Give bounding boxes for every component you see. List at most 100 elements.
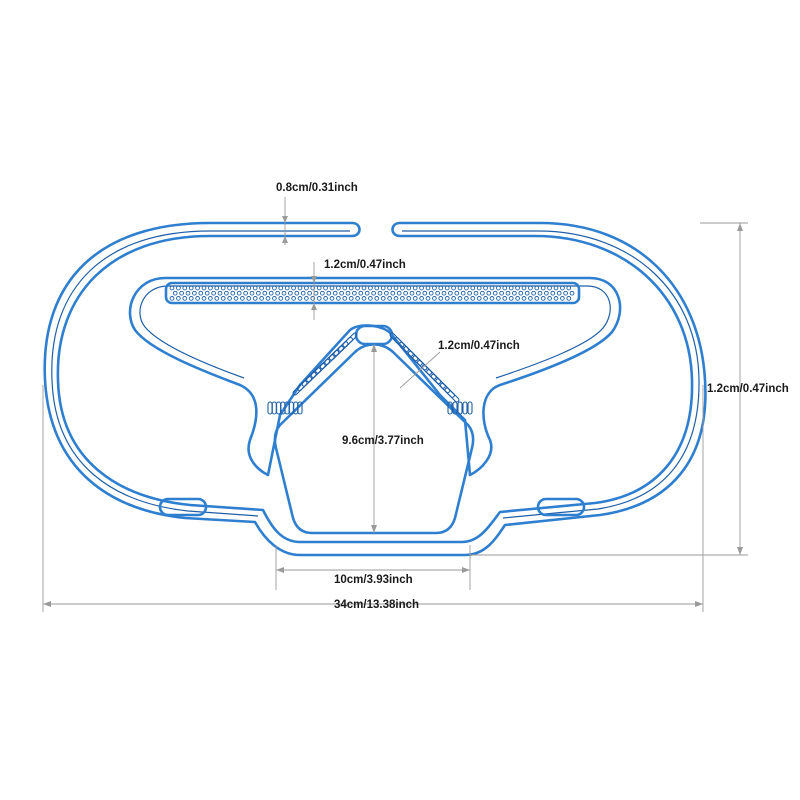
vent-dot [432,285,437,291]
vent-dot [352,290,357,296]
vent-dot [387,296,392,301]
vent-dot [496,285,501,291]
vent-dot [182,285,188,291]
vent-dot [246,296,252,301]
vent-dot [451,296,456,301]
slot-rib [452,401,458,415]
vent-dot [540,285,546,291]
face-window-contour [273,343,475,535]
slot-rib [338,336,353,352]
slot-rib [292,380,308,396]
vent-dot [425,285,431,291]
vent-dot [364,290,370,296]
vent-dot [278,285,284,291]
vent-dot [371,290,376,296]
vent-dot [320,290,325,296]
vent-dot [515,296,520,301]
vent-dot [230,290,236,296]
slot-rib [447,401,453,415]
vent-dot [339,290,344,296]
vent-dot [508,296,514,301]
dimension-labels: 0.8cm/0.31inch 1.2cm/0.47inch 1.2cm/0.47… [276,182,789,611]
vent-dot [291,296,296,301]
vent-dot [563,290,568,296]
vent-dot [278,296,284,301]
dimension-lines [42,197,748,612]
vent-dot [211,290,216,296]
vent-dot [403,290,408,296]
vent-dot [336,296,341,301]
vent-dot [441,290,447,296]
vent-dot [428,290,434,296]
strap-loop-right [536,497,586,517]
vent-dot [553,285,559,291]
vent-dot [380,285,386,291]
vent-dot [262,290,268,296]
slot-rib [457,401,463,415]
vent-dot [220,296,226,301]
vent-dot [550,290,556,296]
slot-rib [271,401,277,415]
vent-dot [566,285,572,291]
vent-dot [374,296,380,301]
vent-dot [172,290,178,296]
vent-dot [179,290,184,296]
vent-dot [406,296,412,301]
vent-dot [201,296,207,301]
vent-dot [512,290,517,296]
outer-contour [43,221,707,557]
vent-dot [182,296,188,301]
vent-dot [412,285,418,291]
vent-dot [412,296,418,301]
vent-dot [300,290,306,296]
vent-dot [243,290,248,296]
vent-dot [457,285,463,291]
vent-band-frame [164,281,581,305]
slot-rib [333,341,349,357]
vent-dot [291,285,296,291]
vent-dot [416,290,421,296]
slot-ribs-right [389,332,460,403]
vent-dot [329,285,335,291]
slot-rib [297,401,303,415]
vent-dot [384,290,389,296]
vent-dot [544,290,549,296]
vent-dot [307,290,312,296]
vent-dot [326,290,332,296]
dim-height-arrow-top [737,223,743,231]
vent-dot [476,296,482,301]
vent-dot [233,285,239,291]
vent-dot [393,285,399,291]
vent-dot [387,285,392,291]
vent-dot [486,290,492,296]
vent-dot [531,290,536,296]
vent-dot [448,290,453,296]
vent-dot [265,296,271,301]
vent-dot [304,296,309,301]
vent-dot [220,285,226,291]
vent-dot [246,285,252,291]
vent-dot [534,296,540,301]
vent-dot [169,285,175,291]
vent-dot [400,285,405,291]
dim-window-width-arrow-left [276,567,284,573]
vent-dot [252,285,258,291]
vent-dot [409,290,415,296]
vent-dot [569,290,575,296]
vent-dot [464,296,469,301]
vent-dot [316,296,322,301]
vent-dot [249,290,255,296]
vent-dot [240,296,245,301]
vent-dot [368,296,373,301]
vent-dot [435,290,440,296]
vent-dot [419,285,424,291]
vent-dot [508,285,514,291]
vent-dot [454,290,460,296]
vent-dot [176,296,181,301]
vent-dot [259,296,264,301]
vent-dot [483,296,488,301]
dim-vent-band-arrow-top [311,276,317,283]
vent-dot [489,285,495,291]
vent-dot [236,290,242,296]
